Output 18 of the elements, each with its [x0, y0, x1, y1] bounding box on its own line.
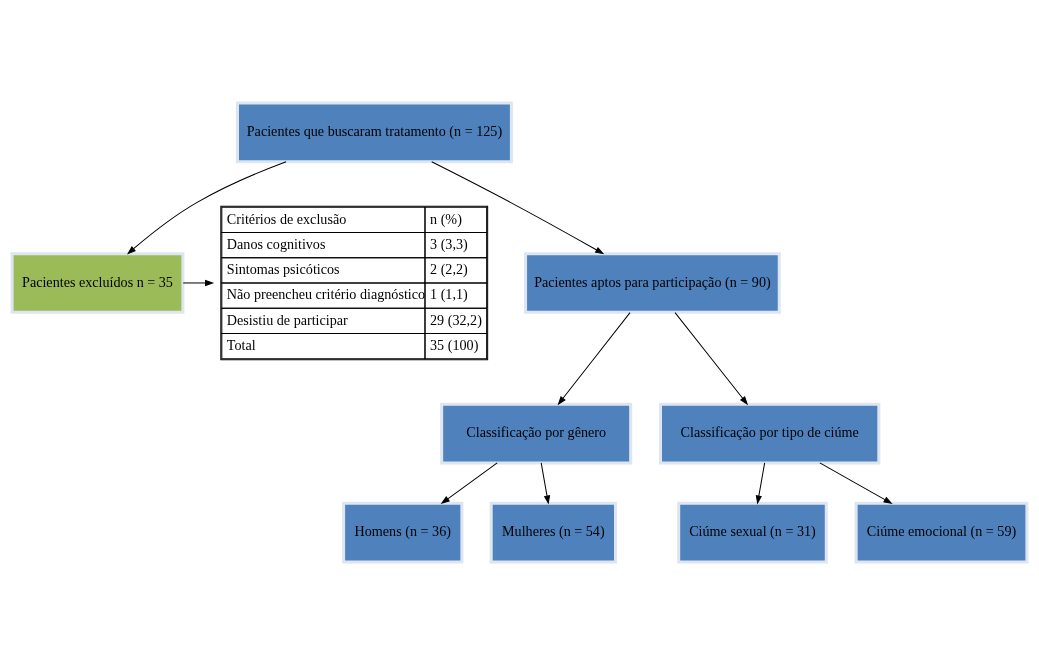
arrow	[755, 461, 766, 505]
arrow	[540, 461, 551, 505]
node-box: Classificação por tipo de ciúme	[659, 402, 881, 464]
arrow	[557, 311, 631, 405]
node-box: Mulheres (n = 54)	[489, 501, 618, 563]
arrow	[431, 160, 605, 254]
arrow	[182, 279, 215, 286]
arrow	[819, 461, 893, 504]
node-box: Pacientes excluídos n = 35	[10, 251, 185, 314]
node-box: Pacientes aptos para participação (n = 90)	[524, 251, 781, 314]
node-box: Ciúme emocional (n = 59)	[854, 501, 1029, 563]
node-box: Classificação por gênero	[440, 402, 633, 464]
arrow	[127, 160, 287, 254]
node-box: Homens (n = 36)	[342, 501, 464, 563]
arrow	[674, 311, 749, 405]
node-box: Ciúme sexual (n = 31)	[677, 501, 828, 563]
node-box: Pacientes que buscaram tratamento (n = 125)	[235, 101, 513, 163]
arrow	[440, 461, 498, 504]
